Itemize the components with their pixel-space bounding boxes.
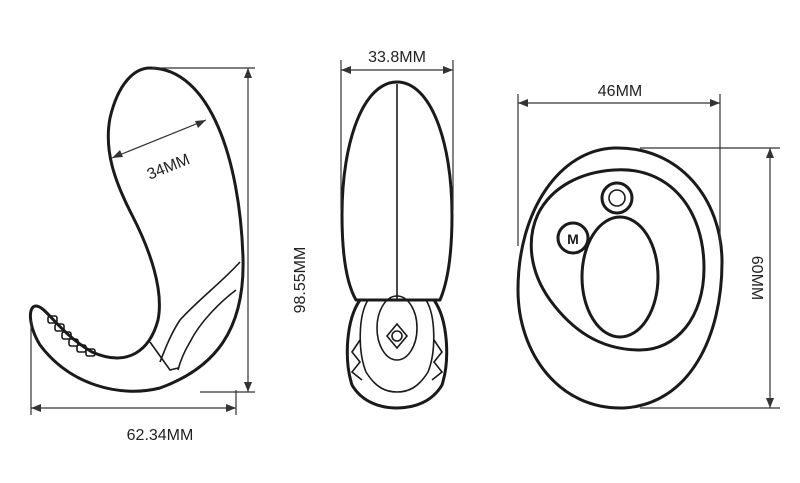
remote-power-button (600, 181, 634, 215)
side-view-inner-flap (159, 261, 241, 363)
side-view: 62.34MM 34MM (29, 66, 255, 444)
front-view-body-outline (340, 80, 454, 302)
side-view-inner-label: 34MM (145, 151, 193, 183)
side-view-inner-dim-line (111, 119, 207, 159)
side-view-width-arrow-right (226, 404, 236, 412)
side-view-ridges (47, 315, 96, 357)
side-view-height-arrow-top (244, 68, 252, 78)
side-view-body-outline (29, 66, 245, 393)
remote-height-arrow-bottom (766, 398, 774, 408)
front-view-right-grip (431, 339, 444, 381)
remote-width-arrow-right (710, 99, 720, 107)
remote-height-label: 60MM (748, 256, 765, 300)
remote-body-outline (516, 146, 724, 410)
front-view-width-arrow-left (341, 66, 351, 74)
front-view-width-label: 33.8MM (368, 49, 426, 66)
front-view-left-grip (350, 339, 363, 381)
side-view-height-arrow-bottom (244, 382, 252, 392)
front-view-base-outer (345, 298, 449, 410)
front-view-height-label: 98.55MM (292, 247, 309, 314)
remote-inner-panel (529, 168, 706, 352)
remote-width-arrow-left (518, 99, 528, 107)
front-view: 33.8MM 98.55MM (292, 49, 454, 410)
remote-oval-pad (580, 215, 660, 339)
front-view-button-center (391, 330, 403, 342)
side-view-width-label: 62.34MM (127, 427, 194, 444)
remote-view: M 46MM 60MM (516, 83, 780, 410)
front-view-button (385, 322, 409, 350)
remote-mode-button-label: M (567, 231, 579, 247)
side-view-inner-arrow-left (112, 150, 123, 158)
side-view-hinge (149, 341, 179, 371)
front-view-base-ring (359, 299, 435, 393)
side-view-inner-arrow-right (195, 120, 206, 128)
side-view-width-arrow-left (31, 404, 41, 412)
front-view-button-housing (376, 295, 418, 361)
remote-height-arrow-top (766, 148, 774, 158)
front-view-width-arrow-right (443, 66, 453, 74)
remote-width-label: 46MM (598, 83, 642, 100)
side-view-inner-flap-edge (177, 289, 237, 371)
remote-mode-button: M (556, 221, 590, 255)
